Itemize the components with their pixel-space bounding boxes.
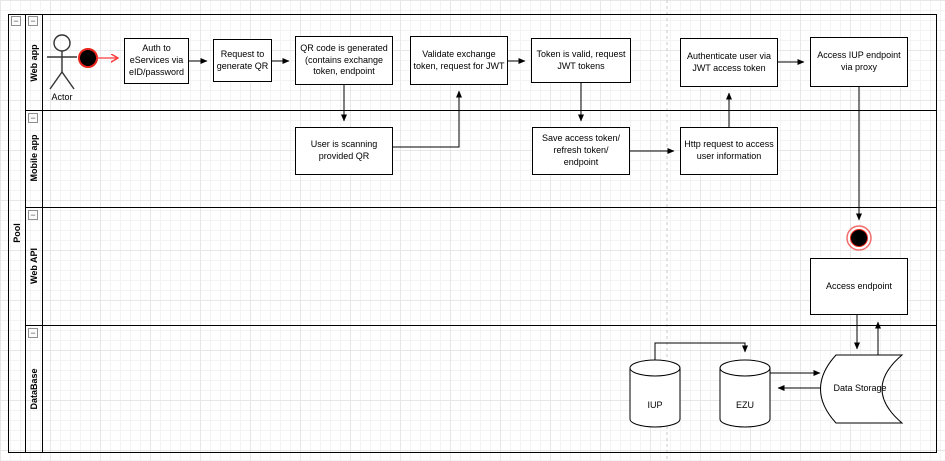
lane-webapp-collapse-icon[interactable]: − xyxy=(28,16,38,26)
ezu-cylinder-label: EZU xyxy=(736,400,754,410)
lane-label-webapi[interactable]: Web API xyxy=(29,247,39,285)
lane-label-mobileapp[interactable]: Mobile app xyxy=(29,134,39,182)
flow-scanning-to-validate[interactable] xyxy=(393,90,462,148)
task-user-scanning-qr[interactable]: User is scanning provided QR xyxy=(295,127,393,175)
lane-label-database[interactable]: DataBase xyxy=(29,368,39,410)
lane-divider-webapi-database xyxy=(25,325,937,326)
pool-container[interactable] xyxy=(8,14,937,453)
task-http-request-user-info[interactable]: Http request to access user information xyxy=(680,127,778,175)
task-auth-eservices[interactable]: Auth to eServices via eID/password xyxy=(124,38,189,84)
task-authenticate-user[interactable]: Authenticate user via JWT access token xyxy=(680,38,778,87)
pool-label[interactable]: Pool xyxy=(12,223,22,243)
lane-webapi-collapse-icon[interactable]: − xyxy=(28,210,38,220)
data-storage-label: Data Storage xyxy=(833,383,887,393)
lane-mobileapp-collapse-icon[interactable]: − xyxy=(28,113,38,123)
task-save-access-token[interactable]: Save access token/ refresh token/ endpoi… xyxy=(532,127,630,175)
database-cylinder-iup[interactable] xyxy=(629,359,681,428)
actor-figure[interactable] xyxy=(47,34,77,90)
task-validate-exchange-token[interactable]: Validate exchange token, request for JWT xyxy=(410,36,508,85)
lane-label-divider xyxy=(42,14,43,453)
iup-cylinder-label: IUP xyxy=(647,400,663,410)
pool-label-divider xyxy=(25,14,26,453)
data-storage-shape[interactable] xyxy=(820,354,904,424)
flow-iup-to-ezu[interactable] xyxy=(654,342,748,360)
lane-divider-mobileapp-webapi xyxy=(25,207,937,208)
pool-collapse-icon[interactable]: − xyxy=(11,16,21,26)
task-token-is-valid[interactable]: Token is valid, request JWT tokens xyxy=(531,38,631,83)
end-event[interactable] xyxy=(846,225,872,251)
task-request-generate-qr[interactable]: Request to generate QR xyxy=(213,39,272,82)
task-qr-code-generated[interactable]: QR code is generated (contains exchange … xyxy=(295,36,393,85)
task-access-endpoint[interactable]: Access endpoint xyxy=(810,258,908,315)
lane-label-webapp[interactable]: Web app xyxy=(29,44,39,82)
task-access-iup-endpoint[interactable]: Access IUP endpoint via proxy xyxy=(810,37,908,87)
database-cylinder-ezu[interactable] xyxy=(719,359,771,428)
lane-database-collapse-icon[interactable]: − xyxy=(28,328,38,338)
actor-label: Actor xyxy=(51,92,73,102)
lane-divider-webapp-mobileapp xyxy=(25,110,937,111)
